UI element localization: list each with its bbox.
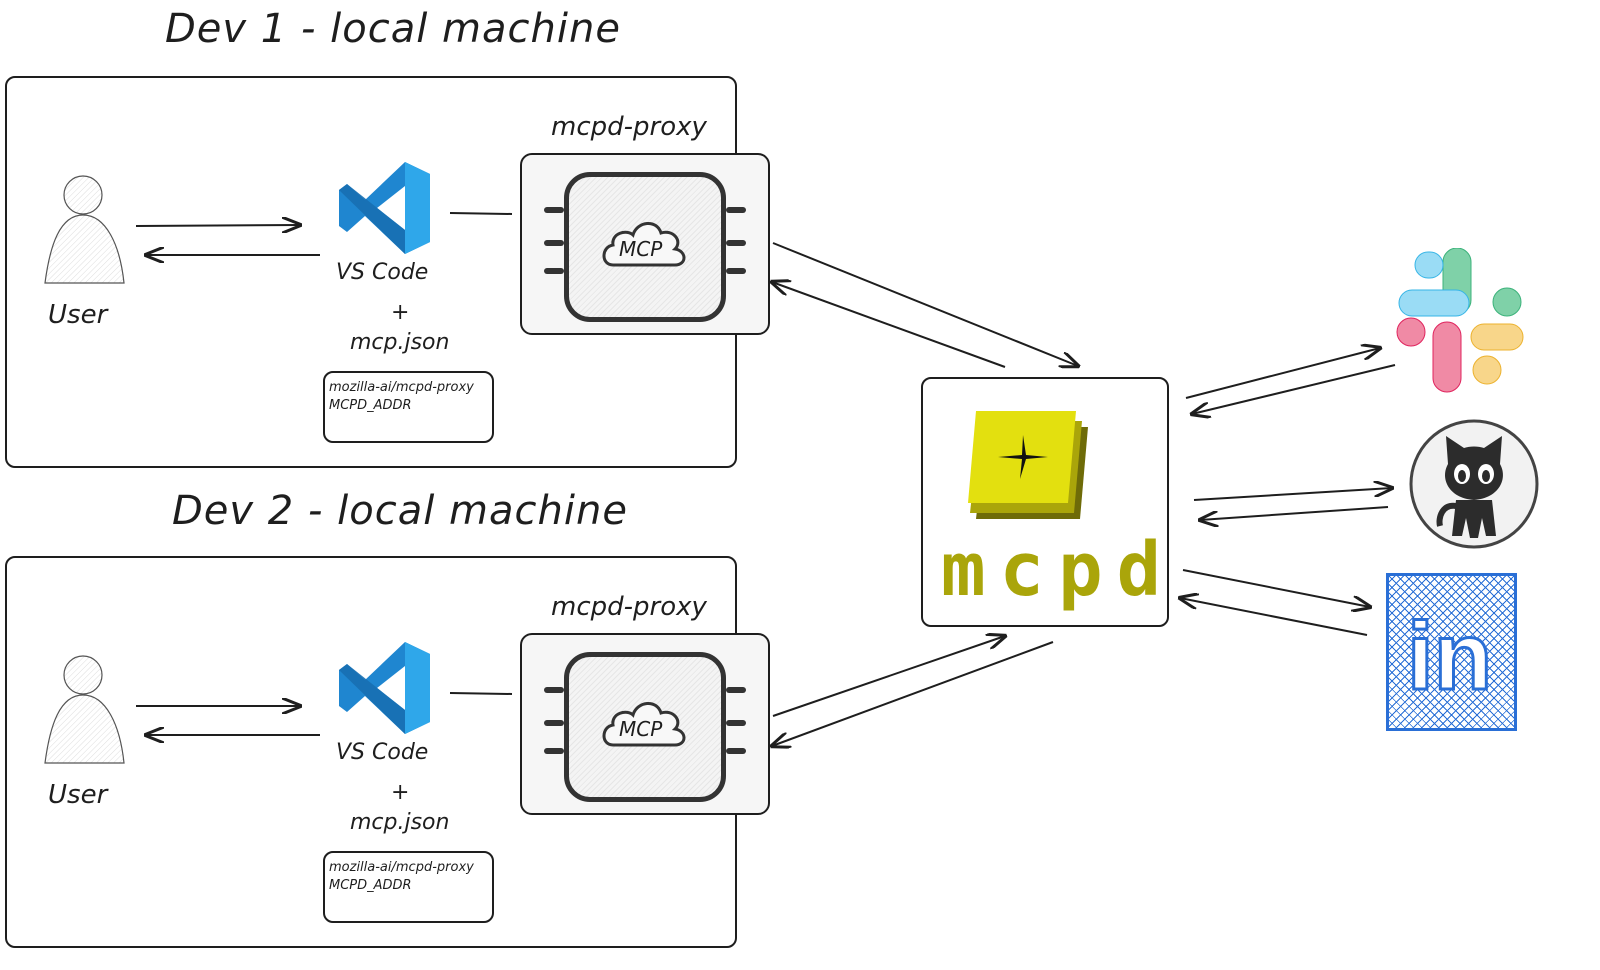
vscode-label: VS Code (336, 740, 429, 765)
sparkle-icon (998, 435, 1048, 479)
arrow-linkedin-to-mcpd (1180, 598, 1368, 636)
vscode-label: VS Code (336, 260, 429, 285)
cloud-icon (602, 222, 686, 267)
json-line: mozilla-ai/mcpd-proxy (329, 860, 474, 875)
json-line: MCPD_ADDR (329, 878, 412, 893)
vscode-icon (339, 642, 430, 734)
slack-icon[interactable] (1395, 248, 1525, 396)
arrow-proxy2-to-mcpd (772, 636, 1005, 717)
mcpd-server-box[interactable]: mcpd (921, 377, 1169, 627)
user-icon (44, 175, 125, 284)
github-icon[interactable] (1406, 414, 1546, 554)
mcpd-wordmark: mcpd (941, 527, 1176, 613)
mcpd-logo-icon (968, 411, 1088, 519)
linkedin-text: in (1405, 602, 1493, 712)
chip-icon: MCP (564, 172, 726, 322)
arrow-mcpd-to-linkedin (1182, 569, 1370, 607)
proxy-label: mcpd-proxy (551, 112, 707, 142)
dev1-title: Dev 1 - local machine (165, 6, 621, 52)
arrow-slack-to-mcpd (1192, 364, 1396, 414)
json-line: MCPD_ADDR (329, 398, 412, 413)
user-label: User (48, 780, 108, 810)
chip-icon: MCP (564, 652, 726, 802)
arrow-mcpd-to-proxy2 (772, 641, 1054, 746)
plus-sign: + (391, 300, 410, 325)
json-line: mozilla-ai/mcpd-proxy (329, 380, 474, 395)
proxy-label: mcpd-proxy (551, 592, 707, 622)
vscode-icon (339, 162, 430, 254)
arrow-mcpd-to-proxy1 (772, 282, 1006, 368)
arrow-github-to-mcpd (1200, 506, 1389, 520)
mcpd-proxy-box[interactable]: MCP (520, 153, 770, 335)
arrow-mcpd-to-slack (1185, 348, 1380, 399)
dev2-title: Dev 2 - local machine (172, 488, 628, 534)
linkedin-icon[interactable]: in (1386, 573, 1517, 731)
user-label: User (48, 300, 108, 330)
mcp-json-config: mozilla-ai/mcpd-proxy MCPD_ADDR (323, 851, 494, 923)
mcp-json-label: mcp.json (350, 810, 450, 835)
chip-label: MCP (619, 717, 663, 741)
mcp-json-config: mozilla-ai/mcpd-proxy MCPD_ADDR (323, 371, 494, 443)
chip-label: MCP (619, 237, 663, 261)
arrow-mcpd-to-github (1193, 488, 1392, 501)
mcpd-proxy-box[interactable]: MCP (520, 633, 770, 815)
cloud-icon (602, 702, 686, 747)
mcp-json-label: mcp.json (350, 330, 450, 355)
user-icon (44, 655, 125, 764)
arrow-proxy1-to-mcpd (772, 242, 1078, 366)
plus-sign: + (391, 780, 410, 805)
